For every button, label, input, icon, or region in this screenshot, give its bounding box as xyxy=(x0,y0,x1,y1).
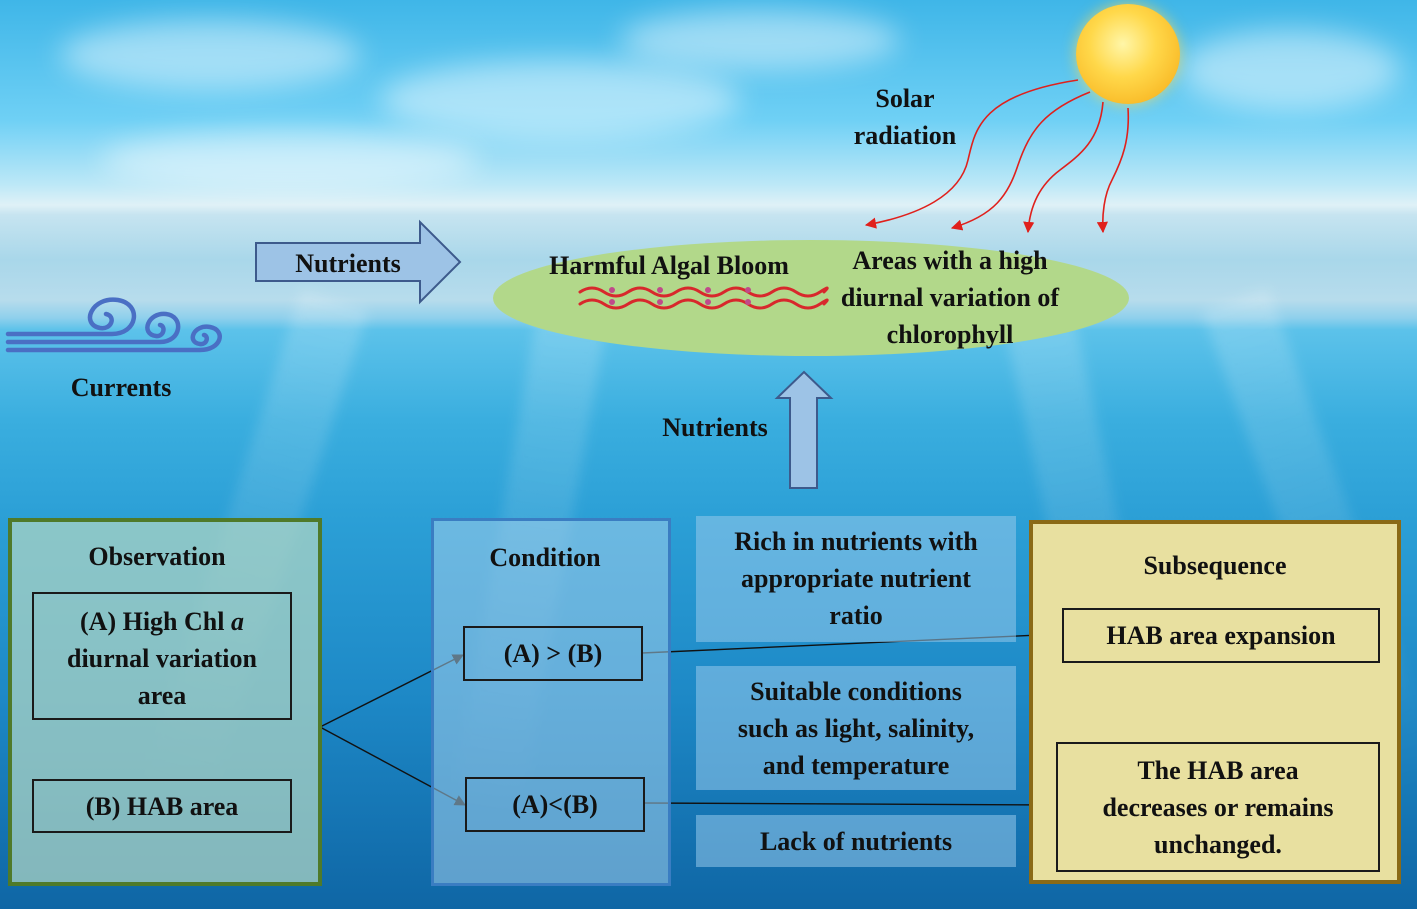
expansion-text: HAB area expansion xyxy=(1106,621,1336,650)
label-line: Rich in nutrients with xyxy=(734,527,978,556)
solar-radiation-arrows xyxy=(864,79,1130,234)
decrease-box: The HAB area decreases or remains unchan… xyxy=(1056,742,1380,872)
radiation-arrow xyxy=(950,91,1091,231)
label-line: Areas with a high xyxy=(852,246,1048,275)
label-part: (A) High Chl xyxy=(80,607,231,636)
label-line: decreases or remains xyxy=(1102,793,1334,822)
currents-icon xyxy=(5,297,222,353)
bloom-wave xyxy=(578,286,829,298)
swirl xyxy=(5,311,181,345)
label-line: (A) High Chl a xyxy=(34,603,290,640)
condition-title: Condition xyxy=(489,543,601,572)
chl-italic-a: a xyxy=(230,607,244,636)
bloom-dots xyxy=(609,287,751,305)
harmful-algal-bloom-label: Harmful Algal Bloom xyxy=(549,251,789,280)
factor-lack-nutrients: Lack of nutrients xyxy=(696,815,1016,867)
nutrients-horizontal-arrow xyxy=(255,219,462,305)
factor-rich-text: Rich in nutrients with appropriate nutri… xyxy=(696,523,1016,634)
factor-lack-text: Lack of nutrients xyxy=(759,827,953,856)
cloud xyxy=(1180,30,1400,110)
label-line: Solar xyxy=(875,84,935,113)
radiation-arrow xyxy=(1096,107,1130,234)
label-line: diurnal variation of xyxy=(840,283,1060,312)
swirl xyxy=(5,324,222,353)
connector-to-decrease xyxy=(643,799,1058,811)
label-line: unchanged. xyxy=(1154,830,1282,859)
radiation-arrow xyxy=(1023,101,1104,234)
observation-box-b: (B) HAB area xyxy=(32,779,292,833)
label-line: area xyxy=(137,681,187,710)
condition-panel: Condition (A) > (B) (A)<(B) xyxy=(431,518,671,886)
swirl xyxy=(5,297,137,337)
condition-less-text: (A)<(B) xyxy=(512,790,598,819)
cloud xyxy=(620,10,900,70)
subsequence-panel: Subsequence HAB area expansion The HAB a… xyxy=(1029,520,1401,884)
label-line: such as light, salinity, xyxy=(737,714,975,743)
label-line: ratio xyxy=(829,601,883,630)
sun-icon xyxy=(1076,4,1180,104)
observation-panel: Observation (A) High Chl a diurnal varia… xyxy=(8,518,322,886)
label-line: chlorophyll xyxy=(886,320,1014,349)
cloud xyxy=(380,60,740,140)
algal-bloom-wave-icon xyxy=(578,286,829,310)
bloom-area-ellipse xyxy=(493,240,1129,356)
condition-less-box: (A)<(B) xyxy=(465,777,645,832)
factor-suitable-conditions: Suitable conditions such as light, salin… xyxy=(696,666,1016,790)
subsequence-title: Subsequence xyxy=(1143,551,1287,580)
observation-box-a: (A) High Chl a diurnal variation area xyxy=(32,592,292,720)
condition-greater-box: (A) > (B) xyxy=(463,626,643,681)
solar-radiation-label: Solar radiation xyxy=(842,80,968,154)
nutrients-horizontal-label: Nutrients xyxy=(295,249,401,278)
label-line: diurnal variation xyxy=(67,644,257,673)
label-line: appropriate nutrient xyxy=(741,564,971,593)
cloud xyxy=(60,20,360,90)
box-a-text: (A) High Chl a diurnal variation area xyxy=(34,603,290,714)
observation-title: Observation xyxy=(88,542,226,571)
factor-suitable-text: Suitable conditions such as light, salin… xyxy=(696,673,1016,784)
decrease-text: The HAB area decreases or remains unchan… xyxy=(1058,752,1378,863)
nutrients-vertical-label: Nutrients xyxy=(662,413,768,442)
box-b-text: (B) HAB area xyxy=(85,792,239,821)
radiation-arrow xyxy=(864,79,1079,229)
label-line: radiation xyxy=(853,121,957,150)
high-variation-area-label: Areas with a high diurnal variation of c… xyxy=(818,242,1082,353)
cloud xyxy=(100,130,480,190)
bloom-wave xyxy=(578,298,829,310)
factor-rich-nutrients: Rich in nutrients with appropriate nutri… xyxy=(696,516,1016,642)
label-line: The HAB area xyxy=(1137,756,1299,785)
label-line: Suitable conditions xyxy=(750,677,962,706)
nutrients-vertical-arrow xyxy=(774,370,834,489)
currents-label: Currents xyxy=(70,373,172,402)
label-line: and temperature xyxy=(762,751,950,780)
expansion-box: HAB area expansion xyxy=(1062,608,1380,663)
condition-greater-text: (A) > (B) xyxy=(503,639,603,668)
